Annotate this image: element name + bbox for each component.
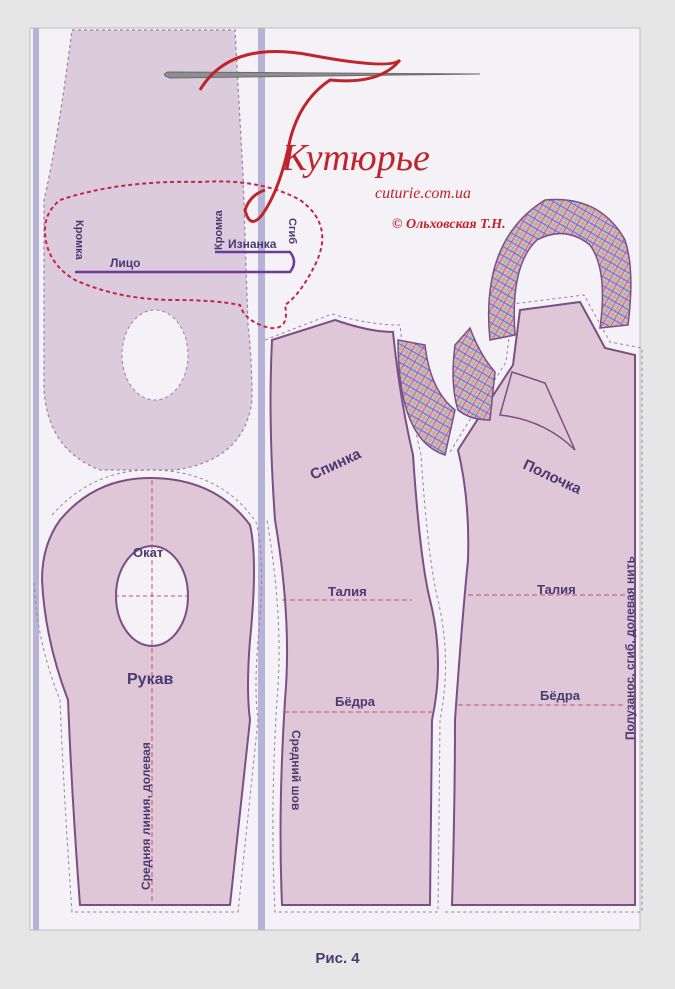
back-neck-facing [397, 339, 456, 456]
brand-logo-text: Кутюрье [281, 137, 430, 179]
front-neck-facing [452, 326, 496, 421]
back-piece [269, 318, 439, 906]
thread-swirl-icon [198, 50, 402, 223]
legend-fold: Сгиб [286, 218, 298, 244]
legend-wrong-side: Изнанка [228, 237, 277, 251]
back-hip-label: Бёдра [335, 694, 376, 709]
legend-face-side: Лицо [110, 256, 141, 270]
front-waist-label: Талия [537, 582, 576, 597]
brand-copyright-text: © Ольховская Т.Н. [392, 217, 506, 232]
back-center-seam-label: Средний шов [289, 730, 303, 810]
front-fold-note: Полузанос, сгиб, долевая нить [623, 556, 637, 740]
sleeve-center-line-label: Средняя линия, долевая [139, 742, 153, 890]
top-facing-piece [43, 29, 253, 471]
facing-cutout [121, 309, 189, 401]
needle-icon [164, 71, 481, 79]
sleeve-piece [40, 476, 255, 906]
left-selvage-stripe [33, 28, 39, 930]
figure-caption: Рис. 4 [315, 950, 360, 967]
sleeve-seam-allowance [33, 469, 263, 913]
center-fold-stripe [258, 28, 265, 930]
fabric-legend-fold-line [75, 250, 296, 274]
sleeve-cap-label: Окат [133, 545, 163, 560]
back-waist-label: Талия [328, 584, 367, 599]
sleeve-title: Рукав [127, 671, 173, 688]
armhole-facing [487, 198, 632, 341]
legend-selvage-left: Кромка [73, 220, 85, 261]
front-hip-label: Бёдра [540, 688, 581, 703]
legend-selvage-right: Кромка [213, 209, 225, 250]
front-dart [499, 371, 576, 451]
brand-site-text: cuturie.com.ua [375, 185, 471, 202]
front-piece [450, 300, 636, 906]
fabric-legend-outline [43, 180, 324, 330]
